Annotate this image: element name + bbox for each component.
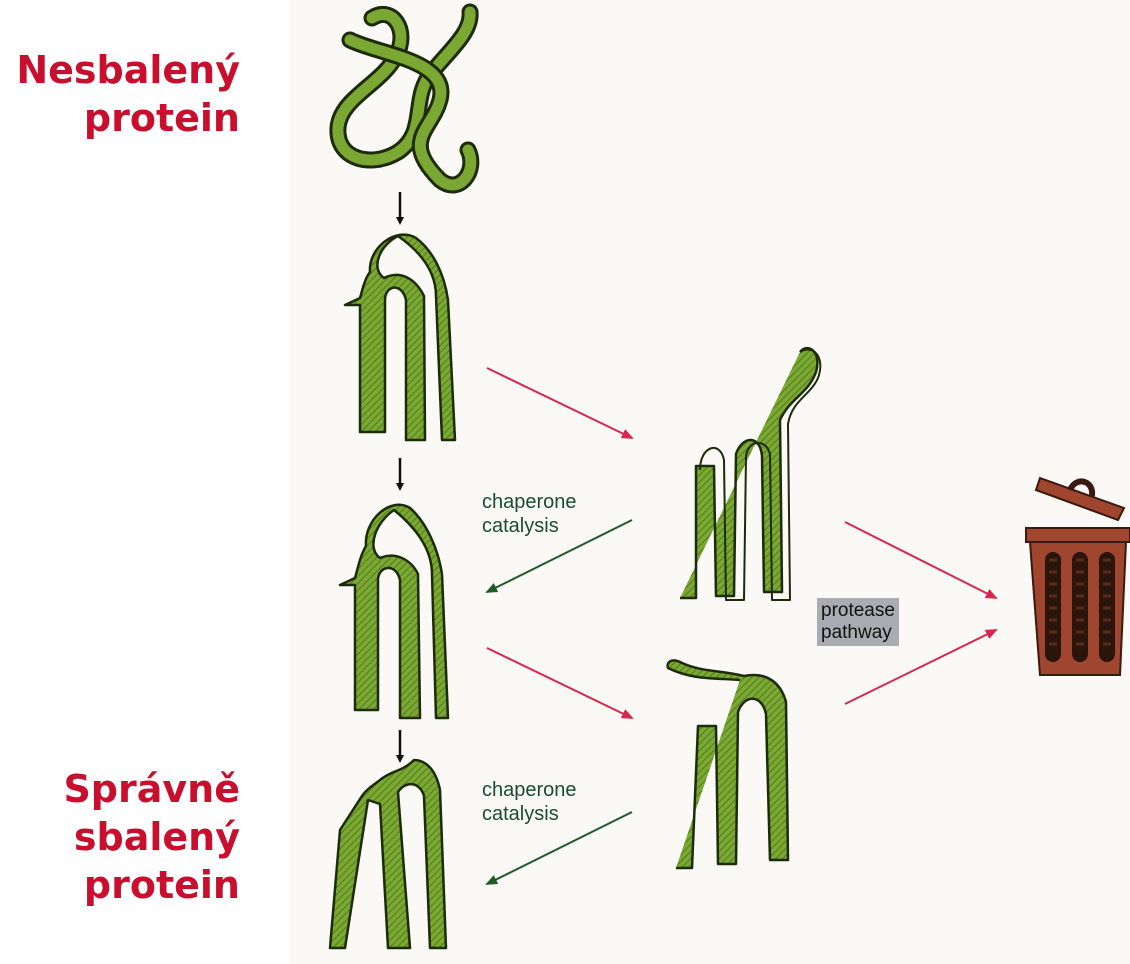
- protease-line2: pathway: [821, 622, 895, 644]
- protease-arrow-upper: [845, 522, 996, 598]
- folded-protein: [330, 760, 446, 948]
- chaperone-catalysis-label-lower: chaperone catalysis: [482, 778, 577, 826]
- chaperone-lower-line2: catalysis: [482, 802, 577, 826]
- protease-pathway-label: protease pathway: [817, 598, 899, 646]
- chaperone-catalysis-label-upper: chaperone catalysis: [482, 490, 577, 538]
- protease-line1: protease: [821, 600, 895, 622]
- label-unfolded-line1: Nesbalený: [16, 46, 240, 94]
- folding-intermediate-2: [340, 505, 448, 718]
- label-unfolded-protein: Nesbalený protein: [16, 46, 240, 142]
- chaperone-lower-line1: chaperone: [482, 778, 577, 802]
- chaperone-upper-line1: chaperone: [482, 490, 577, 514]
- unfolded-protein: [338, 12, 471, 185]
- label-folded-protein: Správně sbalený protein: [63, 765, 240, 909]
- label-folded-line1: Správně: [63, 765, 240, 813]
- trash-can-icon: [1026, 478, 1130, 675]
- label-unfolded-line2: protein: [16, 94, 240, 142]
- folding-intermediate-1: [345, 235, 455, 440]
- label-folded-line3: protein: [63, 861, 240, 909]
- misfolded-protein-lower: [668, 660, 788, 868]
- chaperone-upper-line2: catalysis: [482, 514, 577, 538]
- misfolding-arrow-upper: [487, 368, 632, 438]
- misfolding-arrow-lower: [487, 648, 632, 718]
- misfolded-protein-upper: [680, 348, 820, 600]
- label-folded-line2: sbalený: [63, 813, 240, 861]
